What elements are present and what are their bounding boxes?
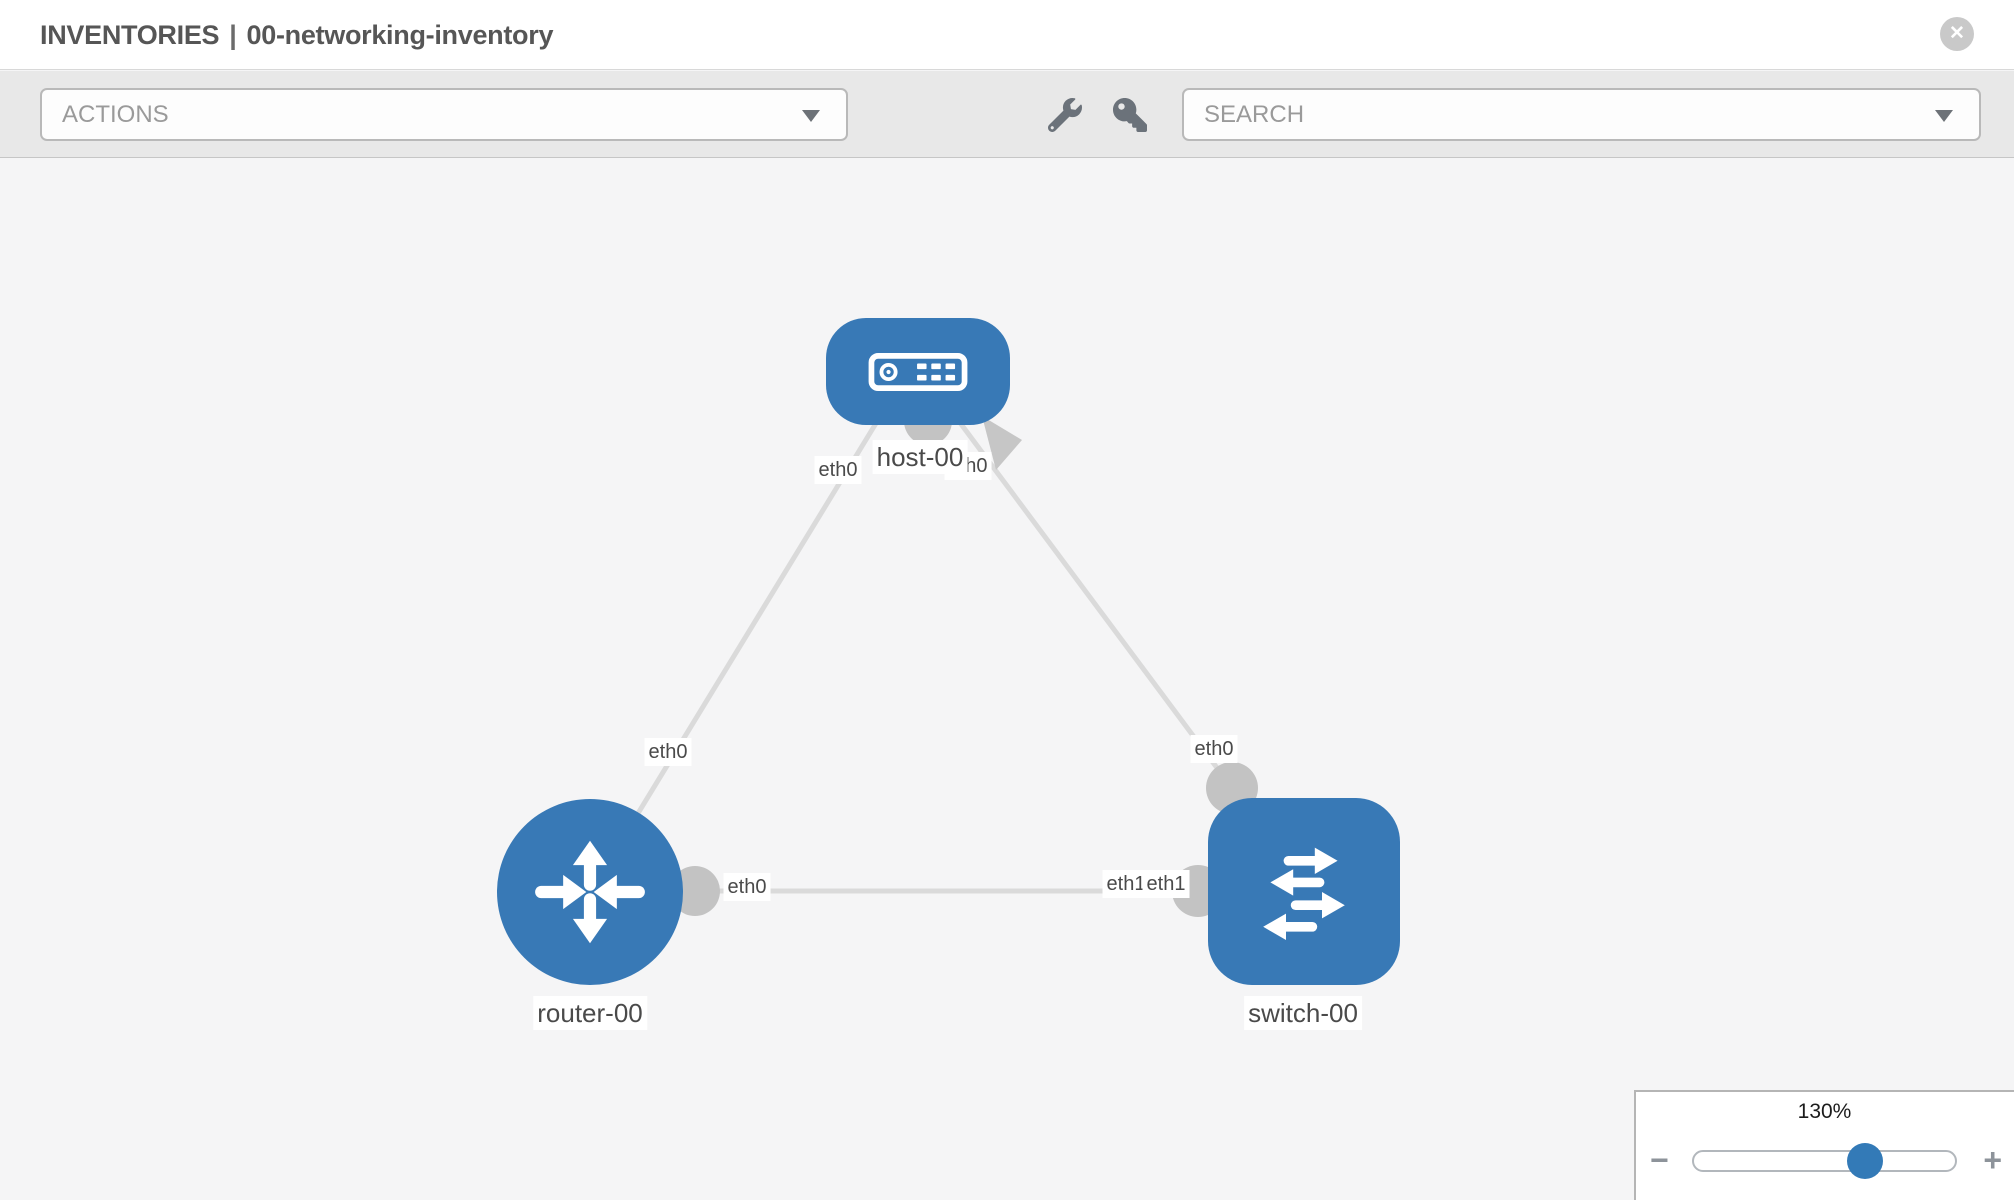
- link-arrowhead: [982, 416, 1022, 470]
- interface-label-eth1-obscured: eth1: [1102, 870, 1150, 898]
- topology-canvas[interactable]: host-00 router-00 switch-00 eth0 eth0 et…: [0, 158, 2014, 1200]
- node-host-00[interactable]: [826, 318, 1010, 425]
- router-arrows-icon: [535, 840, 645, 944]
- actions-dropdown[interactable]: ACTIONS: [40, 88, 848, 141]
- inventory-name: 00-networking-inventory: [246, 20, 554, 50]
- node-switch-00[interactable]: [1208, 798, 1400, 985]
- topology-wires: [587, 397, 1258, 917]
- search-placeholder: SEARCH: [1204, 101, 1305, 128]
- interface-label-eth0: eth0: [1190, 735, 1238, 763]
- zoom-slider-track[interactable]: [1692, 1150, 1957, 1172]
- actions-dropdown-label: ACTIONS: [62, 101, 169, 128]
- node-label-router: router-00: [533, 996, 647, 1030]
- key-icon[interactable]: [1113, 98, 1147, 132]
- zoom-out-button[interactable]: −: [1650, 1142, 1669, 1178]
- title-separator: |: [229, 20, 237, 50]
- page-title-section: INVENTORIES: [40, 20, 220, 50]
- link-host-switch[interactable]: [955, 418, 1235, 790]
- interface-label-eth0: eth0: [644, 738, 692, 766]
- node-label-host: host-00: [872, 440, 968, 474]
- interface-label-eth0: eth0: [723, 873, 771, 901]
- modal-header: INVENTORIES | 00-networking-inventory ✕: [0, 0, 2014, 70]
- wrench-icon[interactable]: [1048, 98, 1082, 132]
- interface-label-eth1: eth1: [1142, 870, 1190, 898]
- node-router-00[interactable]: [497, 799, 683, 985]
- host-server-icon: [868, 352, 968, 391]
- zoom-in-button[interactable]: +: [1983, 1142, 2002, 1178]
- switch-arrows-icon: [1263, 847, 1345, 940]
- zoom-widget: 130% − +: [1634, 1090, 2014, 1200]
- node-label-switch: switch-00: [1244, 996, 1362, 1030]
- interface-dot-router-right[interactable]: [670, 866, 720, 916]
- zoom-slider-thumb[interactable]: [1847, 1143, 1883, 1179]
- chevron-down-icon: [802, 110, 820, 122]
- close-icon[interactable]: ✕: [1940, 17, 1974, 51]
- zoom-level-value: 130%: [1797, 1100, 1852, 1123]
- page-title: INVENTORIES | 00-networking-inventory: [40, 0, 553, 70]
- search-dropdown[interactable]: SEARCH: [1182, 88, 1981, 141]
- interface-label-eth0: eth0: [814, 456, 862, 484]
- toolbar: ACTIONS SEARCH: [0, 71, 2014, 158]
- chevron-down-icon: [1935, 110, 1953, 122]
